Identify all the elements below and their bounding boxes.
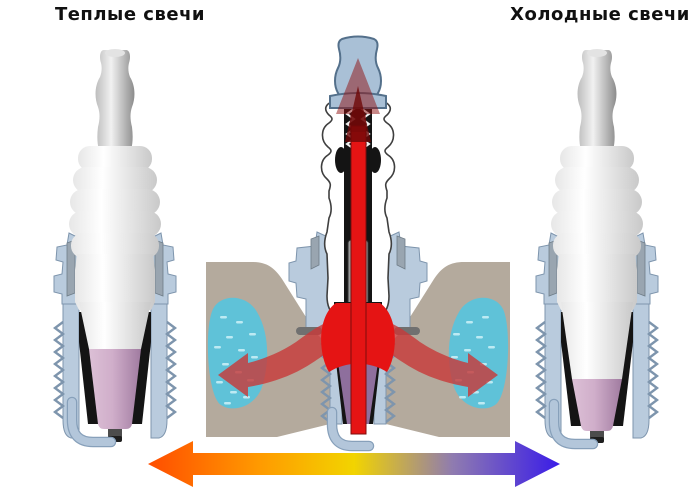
heat-arrow-left: [218, 318, 342, 397]
cold-plug-insulator-ribs: [551, 146, 643, 258]
packing-seal-right: [369, 147, 381, 173]
hot-plug-terminal: [95, 49, 135, 150]
cold-plug-insulator-cone: [561, 302, 633, 379]
center-cross-section: [206, 35, 510, 452]
packing-seal-left: [335, 147, 347, 173]
cold-plug-terminal: [577, 49, 617, 150]
cold-plug-ground-electrode: [550, 400, 597, 448]
heat-arrow-right: [374, 318, 498, 397]
center-ground-electrode: [328, 408, 373, 450]
hot-plug-shell: [53, 232, 177, 439]
hot-plug-ground-electrode: [68, 398, 115, 446]
heat-arrow-up-head-inner: [345, 86, 371, 142]
hot-spark-plug: [53, 49, 177, 448]
coolant-speckles: [214, 316, 495, 405]
hot-plug-insulator-body: [75, 254, 155, 310]
hot-plug-insulator-nose: [89, 349, 141, 429]
cold-spark-plug: [535, 49, 659, 450]
cold-plugs-label: Холодные свечи: [510, 4, 690, 25]
hot-plugs-label: Теплые свечи: [54, 4, 206, 25]
cold-plug-insulator-body: [557, 254, 637, 310]
cold-plug-insulator-nose: [572, 379, 622, 431]
heat-arrow-up-shaft: [350, 125, 367, 435]
hot-plug-center-electrode: [108, 429, 122, 438]
hot-plug-insulator-ribs: [69, 146, 161, 258]
hot-plug-insulator-cone: [79, 302, 151, 349]
heat-range-gradient-arrow: [148, 441, 560, 487]
cold-plug-center-electrode: [590, 431, 604, 439]
coolant-passage-left: [207, 297, 268, 409]
